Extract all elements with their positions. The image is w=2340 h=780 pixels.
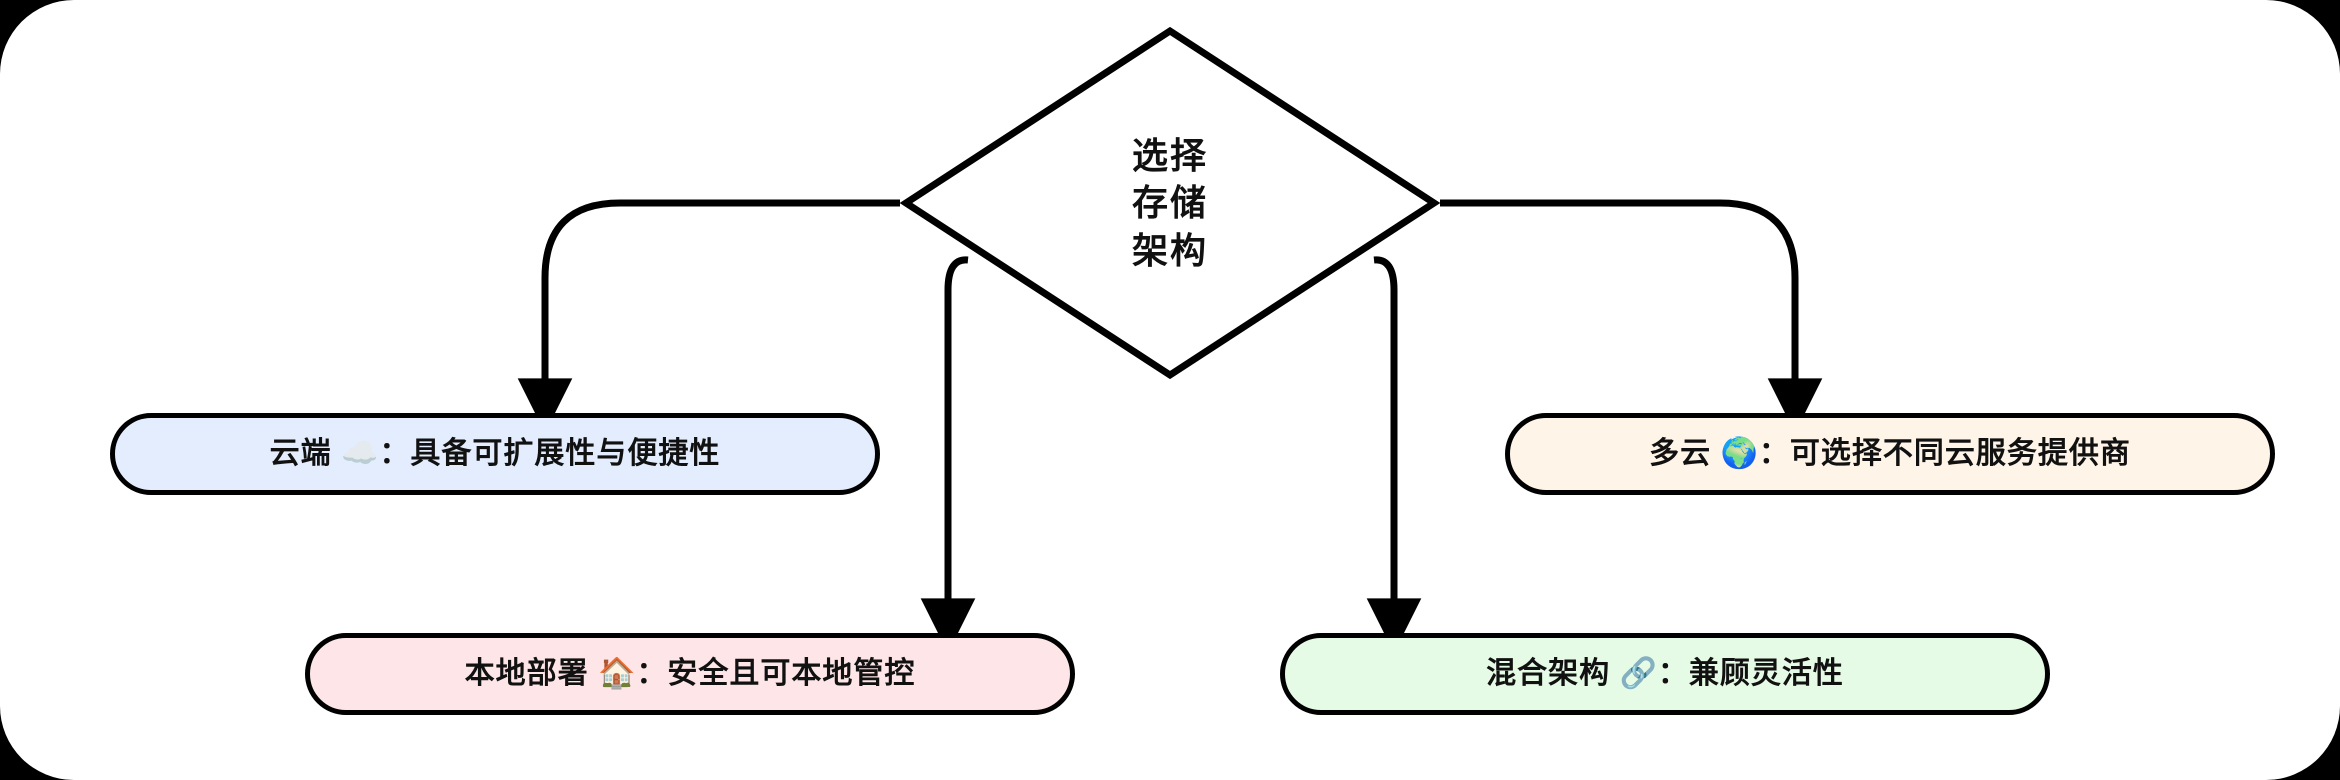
edge-to-cloud [517,199,900,434]
option-node-on-premise-label: 本地部署 🏠：安全且可本地管控 [464,657,916,690]
option-node-hybrid[interactable]: 混合架构 🔗：兼顾灵活性 [1280,633,2050,715]
decision-node-choose-storage-architecture[interactable]: 选择 存储 架构 [900,25,1440,381]
option-node-on-premise[interactable]: 本地部署 🏠：安全且可本地管控 [305,633,1075,715]
option-node-hybrid-label: 混合架构 🔗：兼顾灵活性 [1486,657,1844,690]
decision-node-label: 选择 存储 架构 [1132,132,1208,275]
decision-node-text-wrap: 选择 存储 架构 [900,25,1440,381]
edge-to-hybrid [1366,256,1422,654]
edge-to-on-premise [920,256,976,654]
option-node-multi-cloud[interactable]: 多云 🌍：可选择不同云服务提供商 [1505,413,2275,495]
decision-line-2: 存储 [1131,182,1208,224]
option-node-multi-cloud-label: 多云 🌍：可选择不同云服务提供商 [1649,437,2131,470]
option-node-cloud[interactable]: 云端 ☁️：具备可扩展性与便捷性 [110,413,880,495]
option-node-cloud-label: 云端 ☁️：具备可扩展性与便捷性 [269,437,721,470]
edge-to-multi-cloud [1440,199,1823,434]
diamond-shape [900,26,1440,380]
decision-line-3: 架构 [1131,229,1208,271]
decision-line-1: 选择 [1131,134,1208,176]
